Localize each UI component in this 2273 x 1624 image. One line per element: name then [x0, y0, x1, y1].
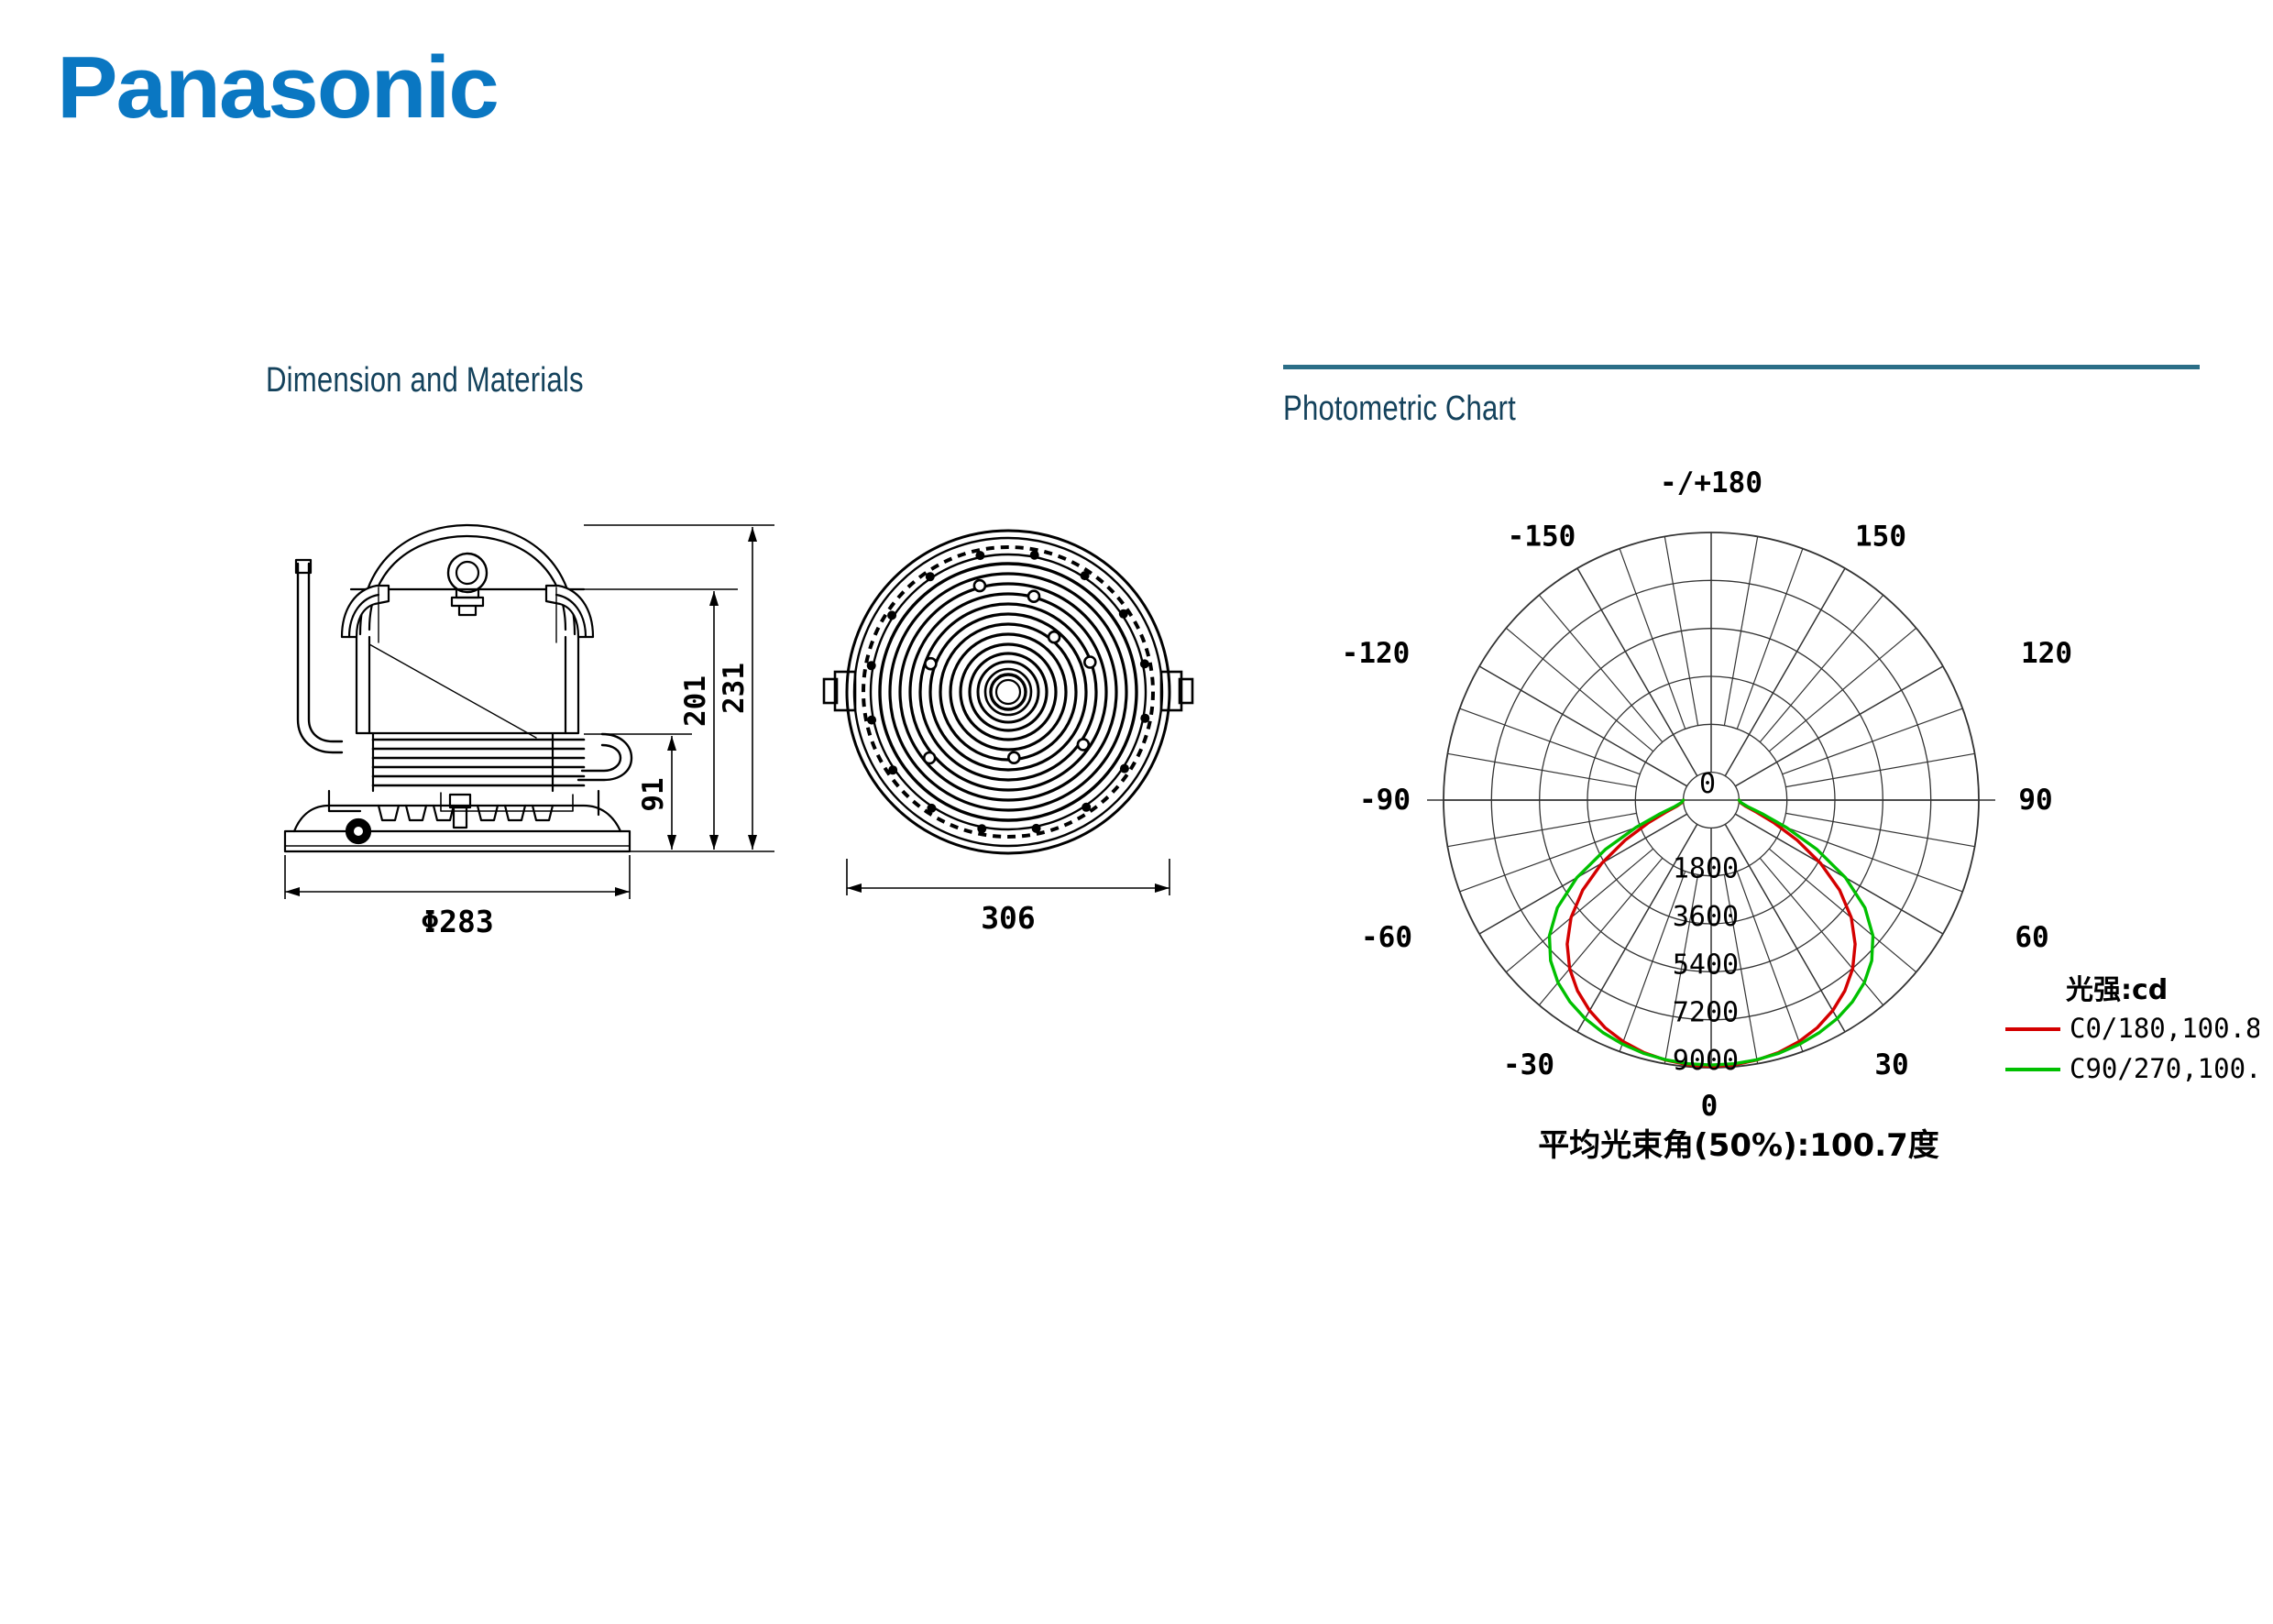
- polar-grid-spoke: [1459, 825, 1641, 893]
- screw-hole: [1047, 630, 1061, 644]
- screw-hole: [1027, 589, 1041, 603]
- polar-grid-spoke: [1724, 567, 1846, 777]
- polar-grid-spoke: [1736, 548, 1804, 730]
- polar-grid-spoke: [1724, 823, 1846, 1033]
- bolt-hole: [927, 803, 937, 813]
- polar-grid-spoke: [1734, 813, 1944, 935]
- radial-tick-label-zero: 0: [1699, 768, 1716, 800]
- radial-tick-label: 1800: [1673, 853, 1739, 885]
- polar-grid-spoke: [1759, 594, 1884, 743]
- bolt-hole: [1139, 659, 1149, 669]
- polar-grid-spoke: [1782, 708, 1963, 775]
- bolt-hole: [975, 551, 985, 561]
- polar-angle-label: 60: [2015, 921, 2048, 954]
- photometric-polar-chart: 1800 3600 5400 7200 9000 0 -/+180 -150 150 -120 12…: [1334, 449, 2259, 1191]
- dim-label-outer-diameter: 306: [981, 900, 1036, 936]
- polar-grid-spoke: [1538, 594, 1664, 743]
- screw-hole: [1007, 751, 1021, 765]
- polar-grid-spoke: [1734, 665, 1944, 787]
- polar-grid-spoke: [1478, 813, 1688, 935]
- bolt-hole: [887, 610, 897, 620]
- dimension-section-header: Dimension and Materials: [266, 356, 1201, 401]
- polar-grid-spoke: [1785, 812, 1975, 848]
- radial-tick-label: 9000: [1673, 1045, 1739, 1077]
- polar-angle-label: -30: [1503, 1048, 1554, 1081]
- dim-label-body-height: 201: [679, 675, 712, 727]
- polar-angle-label: 30: [1874, 1048, 1908, 1081]
- bolt-hole: [867, 715, 877, 725]
- polar-grid-spoke: [1619, 548, 1686, 730]
- bolt-hole: [888, 765, 898, 775]
- brand-name: Panasonic: [57, 38, 500, 137]
- polar-angle-label: 0: [1701, 1090, 1718, 1123]
- polar-grid-spoke: [1723, 536, 1759, 726]
- bolt-hole: [1118, 609, 1128, 619]
- polar-grid-spoke: [1664, 536, 1699, 726]
- polar-grid-spoke: [1782, 825, 1963, 893]
- polar-grid-spoke: [1768, 627, 1917, 752]
- polar-grid-spoke: [1478, 665, 1688, 787]
- screw-hole: [924, 656, 938, 671]
- polar-grid-spoke: [1576, 567, 1698, 777]
- bottom-view-drawing: 306: [784, 518, 1233, 949]
- polar-grid-spoke: [1505, 627, 1654, 752]
- legend-label: C0/180,100.8°: [2070, 1013, 2259, 1044]
- polar-grid-spoke: [1576, 823, 1698, 1033]
- photometric-section-title: Photometric Chart: [1283, 390, 1516, 428]
- polar-grid-spoke: [1768, 848, 1917, 973]
- panasonic-logo: Panasonic: [57, 44, 500, 132]
- radial-tick-label: 3600: [1673, 901, 1739, 933]
- polar-grid-spoke: [1664, 874, 1699, 1064]
- polar-grid-spoke: [1505, 848, 1654, 973]
- screw-hole: [1076, 738, 1091, 752]
- dim-label-base-diameter: Φ283: [421, 904, 493, 939]
- bolt-hole: [925, 572, 935, 582]
- polar-grid-spoke: [1538, 857, 1664, 1006]
- bolt-hole: [1031, 823, 1041, 833]
- dim-label-overall-height: 231: [718, 663, 751, 714]
- polar-grid-spoke: [1459, 708, 1641, 775]
- polar-angle-label: -60: [1361, 921, 1412, 954]
- bolt-hole: [1119, 763, 1129, 774]
- radial-tick-label: 7200: [1673, 997, 1739, 1029]
- screw-hole: [922, 751, 937, 765]
- dim-label-heatsink-height: 91: [637, 777, 670, 811]
- polar-angle-label: 150: [1855, 521, 1906, 554]
- bolt-hole: [1140, 713, 1150, 723]
- legend-unit-label: 光强:cd: [2066, 974, 2168, 1006]
- polar-angle-label: -/+180: [1660, 466, 1762, 499]
- polar-grid-spoke: [1785, 752, 1975, 788]
- polar-grid-spoke: [1447, 752, 1637, 788]
- polar-angle-label: -120: [1342, 637, 1411, 670]
- bolt-hole: [1029, 550, 1039, 560]
- bolt-hole: [1080, 571, 1090, 581]
- section-divider-rule: [1283, 365, 2200, 369]
- polar-angle-label: -150: [1508, 521, 1576, 554]
- polar-angle-label: -90: [1359, 784, 1411, 817]
- bolt-hole: [866, 661, 876, 671]
- polar-grid-spoke: [1759, 857, 1884, 1006]
- polar-grid-spoke: [1736, 871, 1804, 1052]
- polar-grid-spoke: [1619, 871, 1686, 1052]
- side-view-drawing: 231 201 91 Φ283: [261, 509, 793, 958]
- radial-tick-label: 5400: [1673, 949, 1739, 981]
- photometric-curve-c90-270: [1547, 798, 1875, 1067]
- polar-angle-label: 120: [2021, 637, 2072, 670]
- photometric-section-header: Photometric Chart: [1283, 365, 2200, 429]
- bolt-hole: [977, 824, 987, 834]
- beam-angle-caption: 平均光束角(50%):100.7度: [1538, 1127, 1939, 1164]
- screw-hole: [1082, 655, 1097, 669]
- polar-angle-label: 90: [2018, 784, 2052, 817]
- polar-grid-spoke: [1723, 874, 1759, 1064]
- screw-hole: [972, 578, 987, 593]
- polar-grid-spoke: [1447, 812, 1637, 848]
- bolt-hole: [1082, 802, 1092, 812]
- dimension-section-title: Dimension and Materials: [266, 361, 584, 400]
- legend-label: C90/270,100.6°: [2070, 1053, 2259, 1084]
